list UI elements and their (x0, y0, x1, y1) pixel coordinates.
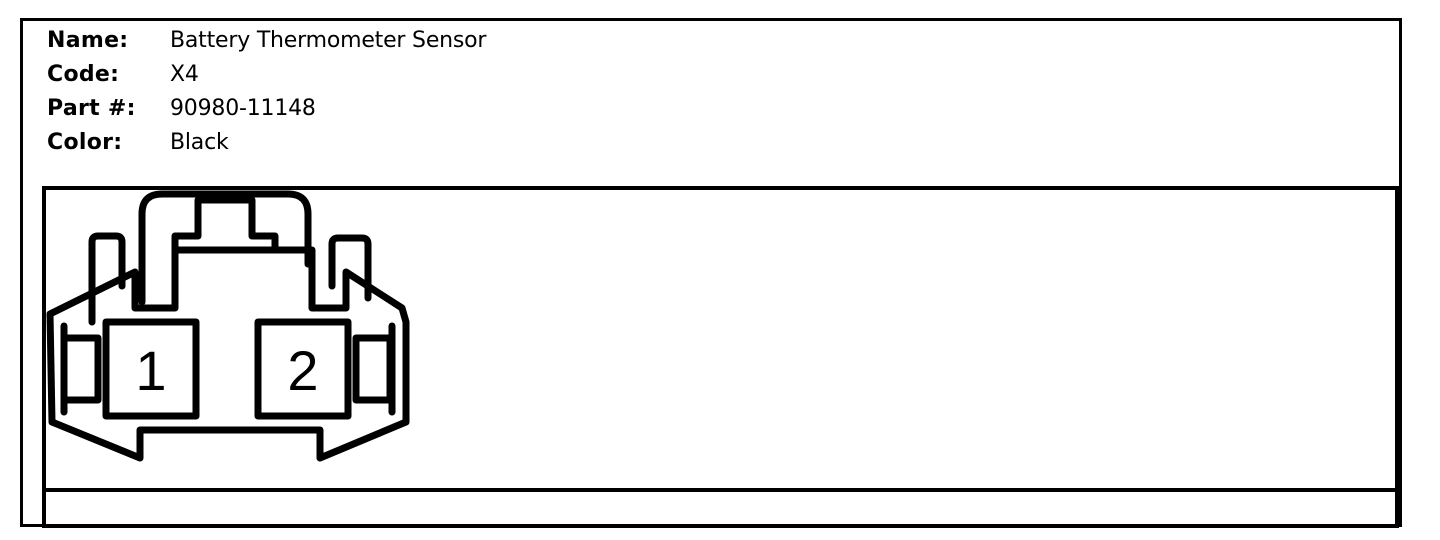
right-side-tab (328, 234, 372, 302)
code-value: X4 (170, 62, 199, 87)
connector-face-diagram: 1 2 (46, 190, 410, 462)
top-latch-inner (171, 196, 279, 254)
pin-1-label: 1 (135, 339, 166, 402)
color-label: Color: (47, 130, 123, 155)
pin-2-label: 2 (287, 339, 318, 402)
connector-diagram-frame (42, 186, 1399, 528)
part-value: 90980-11148 (170, 96, 316, 121)
bottom-divider (42, 488, 1399, 492)
color-value: Black (170, 130, 229, 155)
connector-housing-outline (46, 246, 410, 462)
pin-2-cavity (254, 318, 352, 420)
left-lock-window (60, 334, 102, 404)
pin-1-cavity (102, 318, 200, 420)
part-label: Part #: (47, 96, 136, 121)
name-label: Name: (47, 28, 129, 53)
name-value: Battery Thermometer Sensor (170, 28, 487, 53)
top-latch-outer (138, 190, 312, 306)
code-label: Code: (47, 62, 120, 87)
left-side-tab (88, 232, 126, 326)
right-lock-window (352, 334, 394, 404)
